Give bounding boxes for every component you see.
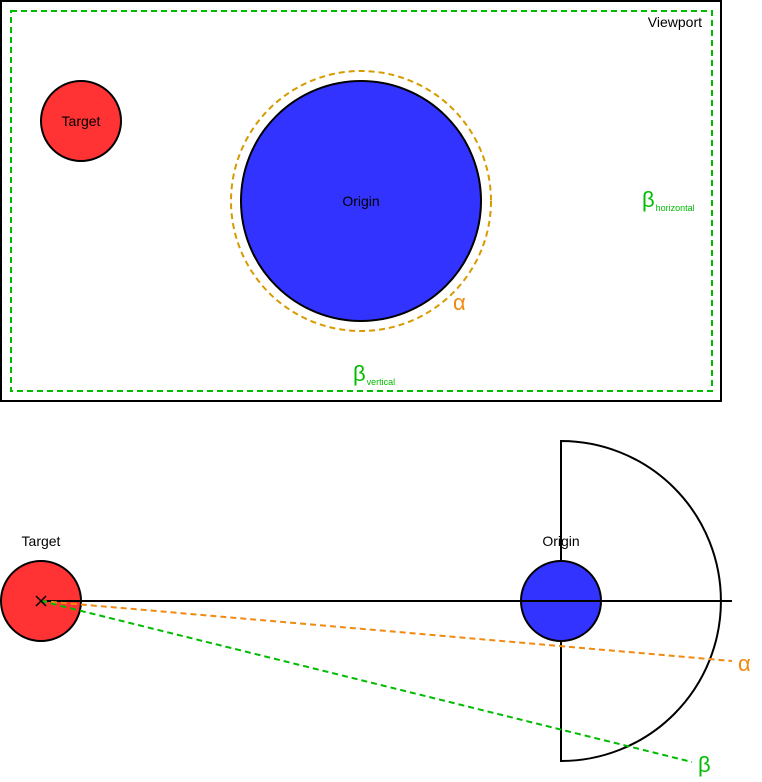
alpha-label: α (453, 290, 466, 315)
beta-vertical-subscript: vertical (367, 377, 396, 387)
top-diagram: Viewport Target Origin α βhorizontal βve… (0, 0, 722, 402)
beta-symbol: β (353, 361, 366, 386)
target-label: Target (62, 113, 101, 129)
alpha-line (40, 600, 733, 662)
origin-circle (240, 80, 482, 322)
origin-label: Origin (342, 193, 379, 209)
beta-label-bottom: β (698, 752, 711, 777)
target-circle (40, 80, 122, 162)
beta-horizontal-label: βhorizontal (642, 187, 695, 213)
beta-line (40, 600, 693, 763)
beta-boundary (10, 10, 713, 392)
beta-symbol: β (642, 187, 655, 212)
bottom-diagram: Target Origin α β (0, 439, 751, 777)
target-center-marker (35, 595, 47, 607)
origin-label-bottom: Origin (542, 533, 579, 549)
beta-horizontal-subscript: horizontal (656, 203, 695, 213)
alpha-ring (230, 70, 492, 332)
viewport-label: Viewport (648, 14, 702, 30)
viewport-frame (0, 0, 722, 402)
beta-vertical-label: βvertical (353, 361, 395, 387)
alpha-label-bottom: α (738, 651, 751, 676)
target-label-bottom: Target (22, 533, 61, 549)
